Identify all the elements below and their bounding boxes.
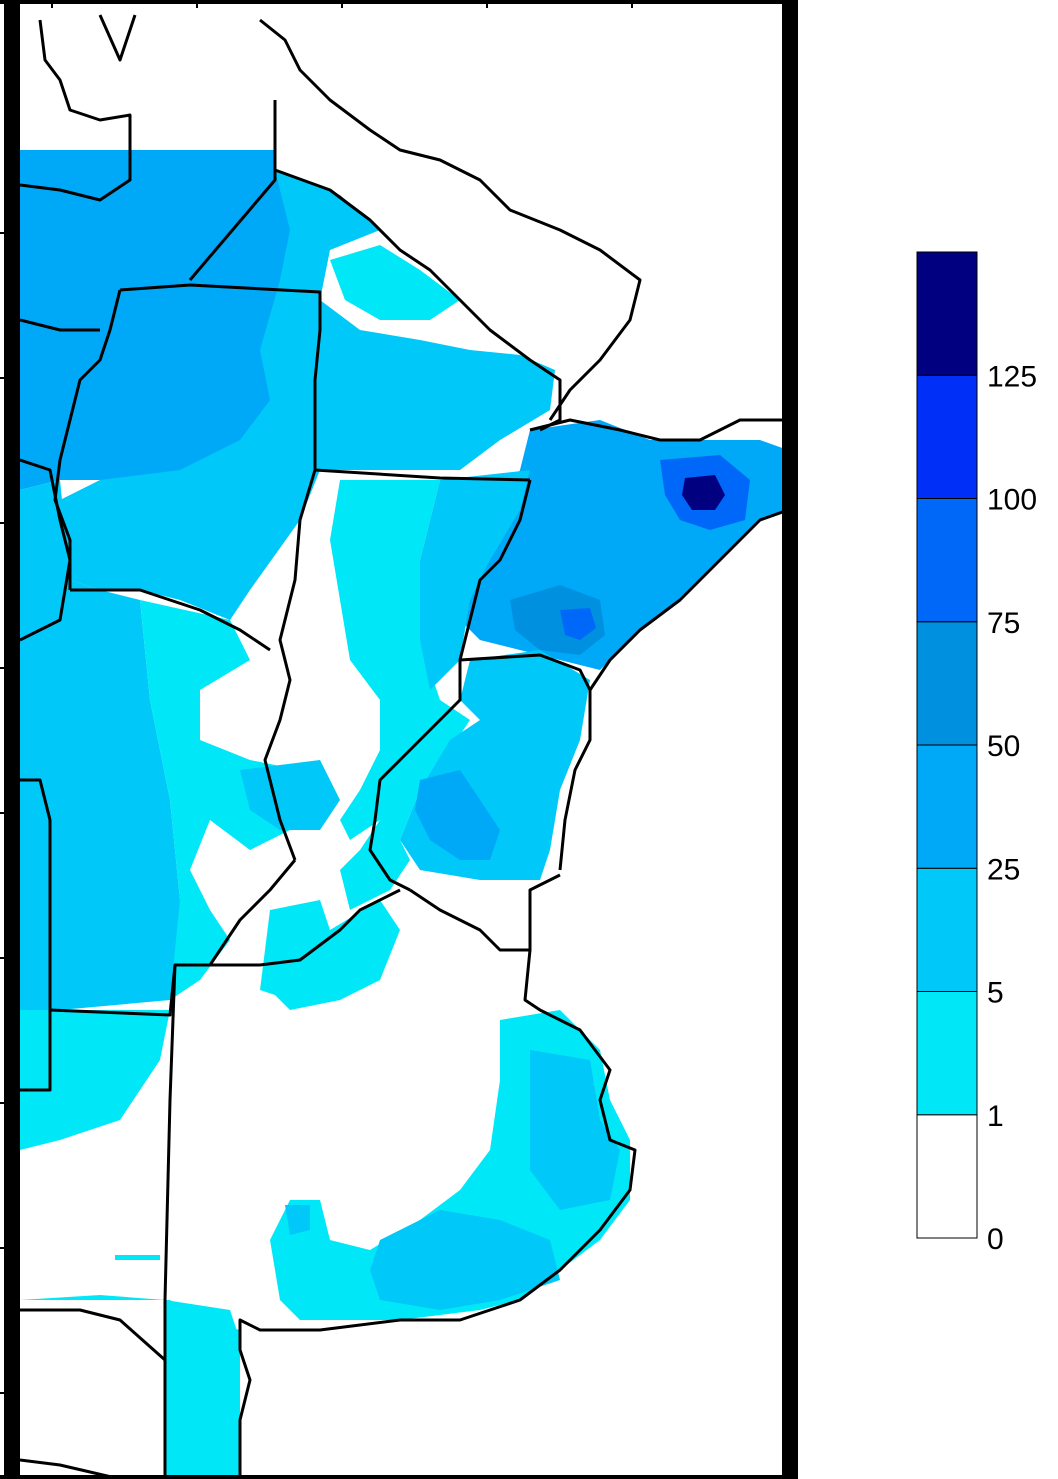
- legend-label-5: 5: [987, 977, 1004, 1010]
- precip-zone-north: [60, 170, 555, 620]
- precip-zone-ne: [460, 420, 788, 670]
- border-la-pampa: [20, 1308, 166, 1362]
- legend-label-75: 75: [987, 607, 1020, 640]
- legend-swatch-0: [916, 1114, 978, 1239]
- precip-zone-south-b: [270, 900, 400, 1010]
- border-north-country: [20, 19, 132, 202]
- legend-swatch-1: [916, 991, 978, 1116]
- legend-colorbar: 0 1 5 25 50 75 100 125: [916, 251, 1037, 1256]
- precipitation-field: [20, 150, 788, 1479]
- precip-zone-central-light: [140, 600, 300, 1000]
- border-cordoba-south: [49, 963, 210, 1017]
- legend-swatch-50: [916, 621, 978, 746]
- precip-zone-corridor: [330, 480, 470, 910]
- political-borders: [20, 14, 788, 1479]
- precip-zone-north-ring: [330, 245, 460, 320]
- border-west-1: [20, 458, 72, 642]
- legend-swatch-25: [916, 744, 978, 869]
- precip-zone-ne-peak: [682, 475, 725, 510]
- precip-zone-ne-light: [420, 470, 530, 690]
- border-province-2: [53, 289, 122, 590]
- border-entre-rios: [409, 873, 561, 952]
- legend-swatch-125: [916, 251, 978, 376]
- border-parana-river: [368, 660, 462, 892]
- border-corrientes-east: [558, 508, 788, 871]
- legend-swatch-5: [916, 867, 978, 992]
- border-northeast-country: [259, 18, 642, 421]
- border-corrientes-west: [458, 479, 592, 691]
- border-buenos-aires: [163, 964, 177, 1479]
- precip-zone-ne-mid-core: [560, 608, 596, 640]
- border-buenos-aires-coast: [238, 949, 637, 1479]
- legend-label-0: 0: [987, 1223, 1004, 1256]
- border-paraguay-river: [188, 100, 277, 281]
- precip-zone-se-patch: [285, 1205, 310, 1235]
- legend-label-100: 100: [987, 484, 1037, 517]
- border-santa-fe-south: [208, 859, 401, 967]
- border-province-1: [119, 283, 322, 470]
- border-cordoba-west: [20, 778, 52, 1092]
- legend-label-1: 1: [987, 1100, 1004, 1133]
- border-province-west-edge: [20, 318, 100, 332]
- precip-zone-sw-column: [165, 1300, 240, 1479]
- precip-zone-se-mid: [370, 1050, 620, 1310]
- frame-ticks: [0, 0, 633, 1394]
- legend-swatch-75: [916, 498, 978, 623]
- border-chaco-south: [314, 468, 531, 482]
- map-frame: [0, 0, 798, 1479]
- border-north-notch: [98, 14, 137, 62]
- precip-zone-central-patch: [240, 760, 340, 830]
- precip-zone-east-mid-core: [415, 770, 500, 860]
- border-misiones: [529, 418, 788, 442]
- legend-label-50: 50: [987, 730, 1020, 763]
- legend-label-125: 125: [987, 360, 1037, 393]
- precip-zone-west-light: [20, 1010, 170, 1150]
- legend-label-25: 25: [987, 853, 1020, 886]
- border-santiago-south: [70, 588, 271, 652]
- border-south-patch: [20, 1458, 121, 1479]
- precip-zone-sw-dash: [115, 1255, 160, 1260]
- legend-swatch-100: [916, 374, 978, 499]
- border-santiago-east: [263, 469, 317, 861]
- border-chaco-upper: [274, 168, 562, 432]
